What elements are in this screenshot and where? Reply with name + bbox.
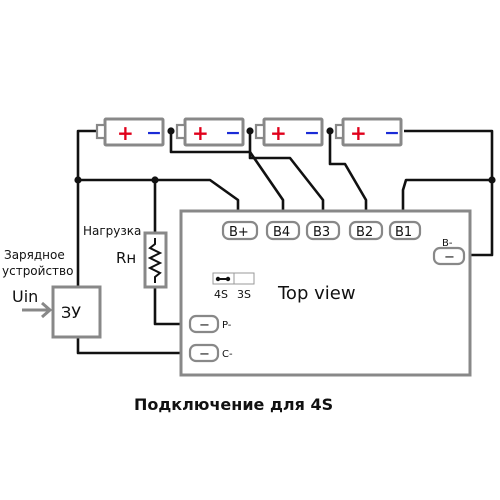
mode-switch: 4S 3S: [212, 272, 255, 301]
pin-c-minus-label: C-: [222, 349, 233, 360]
top-pins: B+ B4 B3 B2 B1: [221, 220, 422, 241]
junction-dot: [74, 176, 82, 184]
mode-switch-option-4s: 4S: [214, 288, 228, 301]
battery-plus-sign: +: [117, 121, 134, 145]
input-arrow-icon: [22, 301, 53, 319]
pin-c-minus: [188, 343, 220, 363]
diagram-caption: Подключение для 4S: [134, 395, 333, 414]
battery-minus-sign: −: [146, 122, 162, 144]
battery-plus-sign: +: [192, 121, 209, 145]
pin-p-minus: [188, 314, 220, 334]
wire-charger-to-c-minus: [76, 337, 190, 355]
pin-b-plus-label: B+: [229, 225, 249, 240]
wire-b3-tap: [248, 131, 325, 222]
battery-minus-sign: −: [384, 122, 400, 144]
pin-c-minus-symbol: −: [199, 347, 210, 362]
pin-b-plus: [221, 220, 259, 241]
pin-b3-label: B3: [313, 225, 330, 240]
load-caption: Нагрузка: [83, 224, 141, 238]
charger-caption-line-1: Зарядное: [4, 248, 65, 262]
pin-b2: [348, 220, 384, 241]
battery-minus-sign: −: [304, 122, 320, 144]
junction-dot: [151, 176, 159, 184]
input-voltage-label: Uin: [12, 287, 38, 306]
pin-p-minus-symbol: −: [199, 318, 210, 333]
pin-b3: [305, 220, 341, 241]
battery-plus-sign: +: [270, 121, 287, 145]
charger-label: ЗУ: [61, 303, 81, 322]
pin-p-minus-label: P-: [222, 320, 232, 331]
battery-2: + −: [175, 117, 245, 147]
battery-1: + −: [95, 117, 165, 147]
wire-b2-tap: [328, 131, 368, 222]
pin-b1: [388, 220, 422, 241]
load-resistor-label: Rн: [116, 249, 136, 267]
pin-b-minus-label: B-: [442, 238, 453, 249]
junction-dot: [326, 127, 334, 135]
battery-4: + −: [334, 117, 403, 147]
charger-box: [51, 285, 102, 339]
wire-battery-plus-to-left-rail: [76, 129, 97, 180]
pin-b2-label: B2: [356, 225, 373, 240]
pin-b-minus-symbol: −: [444, 250, 455, 265]
charger-caption-line-2: устройство: [2, 264, 73, 278]
wire-battery-minus-right-rail: [404, 129, 494, 257]
wires: [36, 129, 494, 355]
wire-load-to-p-minus: [153, 287, 190, 326]
mode-switch-option-3s: 3S: [237, 288, 251, 301]
junction-dot: [488, 176, 496, 184]
board-label: Top view: [277, 283, 356, 304]
battery-3: + −: [254, 117, 324, 147]
pin-b4: [265, 220, 301, 241]
load-resistor: [143, 231, 168, 289]
battery-plus-sign: +: [350, 121, 367, 145]
pin-b1-label: B1: [395, 225, 412, 240]
wire-b1-tap: [401, 178, 492, 222]
pin-b-minus: [432, 246, 466, 266]
junction-dot: [167, 127, 175, 135]
pin-b4-label: B4: [273, 225, 290, 240]
junction-dot: [246, 127, 254, 135]
junction-dots: [74, 127, 496, 184]
battery-minus-sign: −: [225, 122, 241, 144]
